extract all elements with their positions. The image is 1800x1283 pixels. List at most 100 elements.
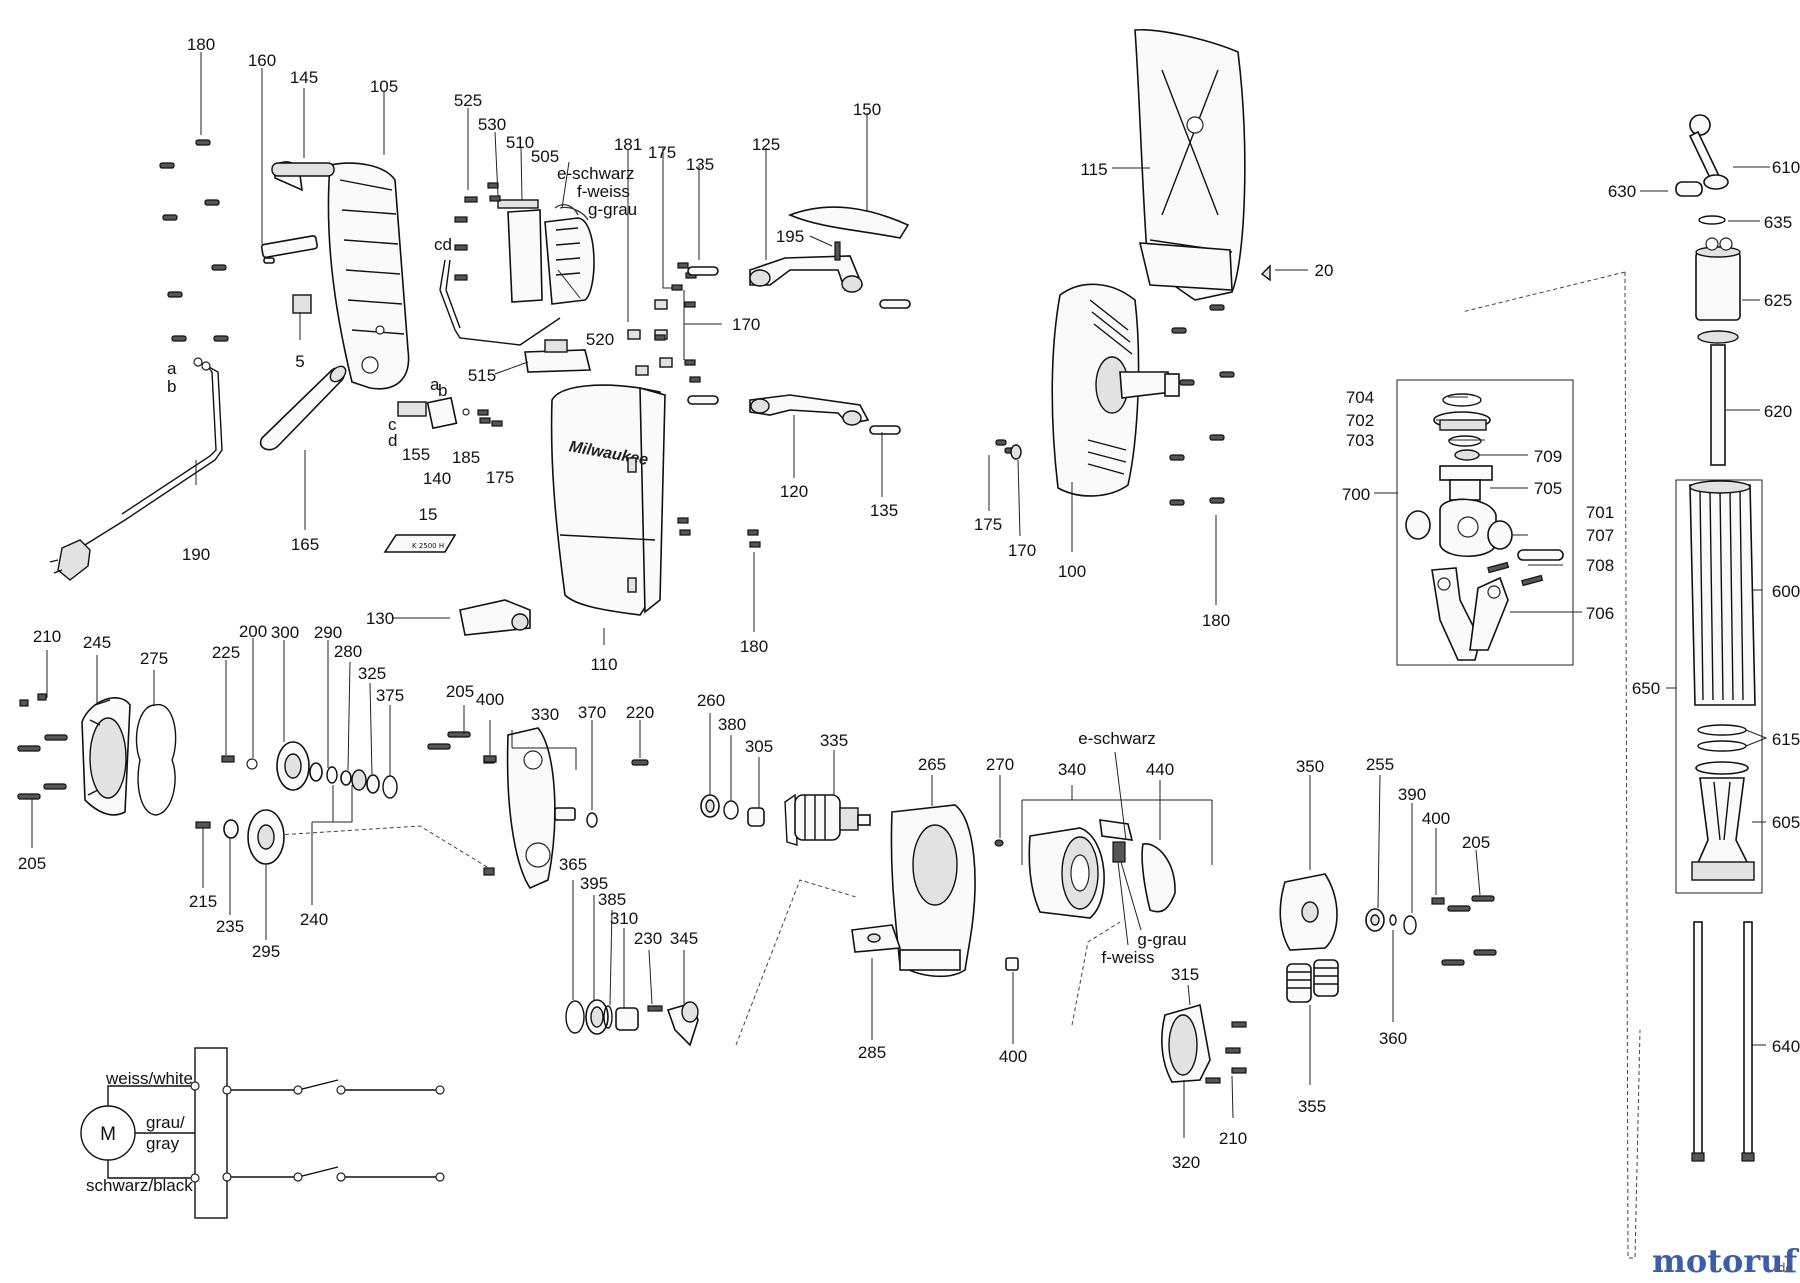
label-330: 330: [531, 705, 559, 724]
label-100: 100: [1058, 562, 1086, 581]
piston-625: [1695, 237, 1741, 321]
label-300: 300: [271, 623, 299, 642]
brushes-355: [1286, 959, 1339, 1003]
label-615: 615: [1772, 730, 1800, 749]
rings-615: [1697, 724, 1747, 752]
pin-630: [1675, 181, 1703, 197]
watermark-text: motoruf: [1652, 1242, 1799, 1280]
label-20: 20: [1315, 261, 1334, 280]
label-180-2: 180: [740, 637, 768, 656]
label-275: 275: [140, 649, 168, 668]
label-270: 270: [986, 755, 1014, 774]
side-cover-105: [271, 161, 410, 390]
label-395: 395: [580, 874, 608, 893]
label-215: 215: [189, 892, 217, 911]
label-600: 600: [1772, 582, 1800, 601]
label-140: 140: [423, 469, 451, 488]
label-345: 345: [670, 929, 698, 948]
label-170-2: 170: [1008, 541, 1036, 560]
label-530: 530: [478, 115, 506, 134]
label-175-1: 175: [486, 468, 514, 487]
wire-harness-cd: [439, 259, 561, 346]
handle-bracket-125: [749, 255, 864, 293]
label-g-grau-1: g-grau: [588, 200, 637, 219]
label-15: 15: [419, 505, 438, 524]
label-525: 525: [454, 91, 482, 110]
label-a: a: [167, 359, 177, 378]
label-707: 707: [1586, 526, 1614, 545]
label-605: 605: [1772, 813, 1800, 832]
wire-gray-label-1: grau/: [146, 1113, 185, 1132]
label-c: c: [388, 415, 397, 434]
label-190: 190: [182, 545, 210, 564]
label-705: 705: [1534, 479, 1562, 498]
label-f-weiss-1: f-weiss: [577, 182, 630, 201]
label-620: 620: [1764, 402, 1792, 421]
label-160: 160: [248, 51, 276, 70]
crank-assembly-700: [1396, 379, 1574, 666]
label-e-schwarz-1: e-schwarz: [557, 164, 634, 183]
wire-white-label: weiss/white: [105, 1069, 193, 1088]
gearbox-housing-100: [1051, 283, 1180, 497]
label-610: 610: [1772, 158, 1800, 177]
label-240: 240: [300, 910, 328, 929]
label-365: 365: [559, 855, 587, 874]
back-cover-115: [1134, 28, 1246, 301]
label-370: 370: [578, 703, 606, 722]
label-a2: a: [430, 375, 440, 394]
tool-holder-605: [1691, 761, 1755, 881]
wire-gray-label-2: gray: [146, 1134, 180, 1153]
ring-635: [1698, 215, 1726, 225]
label-285: 285: [858, 1043, 886, 1062]
label-380: 380: [718, 715, 746, 734]
label-181: 181: [614, 135, 642, 154]
label-210-1: 210: [33, 627, 61, 646]
label-706: 706: [1586, 604, 1614, 623]
label-225: 225: [212, 643, 240, 662]
bracket-650: [1675, 479, 1763, 894]
label-245: 245: [83, 633, 111, 652]
label-635: 635: [1764, 213, 1792, 232]
label-205-1: 205: [18, 854, 46, 873]
label-520: 520: [586, 330, 614, 349]
label-320: 320: [1172, 1153, 1200, 1172]
label-355: 355: [1298, 1097, 1326, 1116]
label-400-2: 400: [999, 1047, 1027, 1066]
label-385: 385: [598, 890, 626, 909]
handle-bracket-120: [749, 394, 870, 426]
pin-220: [631, 759, 649, 766]
label-510: 510: [506, 133, 534, 152]
label-701: 701: [1586, 503, 1614, 522]
watermark-logo: motoruf .de: [1652, 1242, 1799, 1280]
label-165: 165: [291, 535, 319, 554]
motor-symbol: M: [100, 1124, 116, 1145]
label-b: b: [167, 377, 176, 396]
wiring-diagram: M weiss/white grau/ gray schwarz/black: [80, 1047, 445, 1219]
bolt-195: [834, 241, 841, 261]
label-195: 195: [776, 227, 804, 246]
part-number-labels: 180 160 145 105 5 a b 190 165 525 530 51…: [18, 35, 1800, 1172]
power-cable-190: [49, 357, 223, 581]
switch-carrier-515: [524, 339, 592, 373]
label-700: 700: [1342, 485, 1370, 504]
label-205-3: 205: [1462, 833, 1490, 852]
label-515: 515: [468, 366, 496, 385]
label-110: 110: [590, 655, 617, 674]
label-709: 709: [1534, 447, 1562, 466]
screws-205-400: [427, 731, 497, 763]
label-703: 703: [1346, 431, 1374, 450]
label-210-2: 210: [1219, 1129, 1247, 1148]
label-400-1: 400: [476, 690, 504, 709]
label-plate-5: [292, 294, 312, 314]
label-205-2: 205: [446, 682, 474, 701]
label-150: 150: [853, 100, 881, 119]
label-310: 310: [610, 909, 638, 928]
gasket-275: [135, 704, 177, 816]
handle-grip-165: [259, 365, 347, 451]
shaft-parts-365-345: [565, 999, 699, 1047]
label-135-1: 135: [686, 155, 714, 174]
gears-300-295: [195, 741, 398, 865]
ram-620: [1697, 330, 1739, 466]
label-640: 640: [1772, 1037, 1800, 1056]
